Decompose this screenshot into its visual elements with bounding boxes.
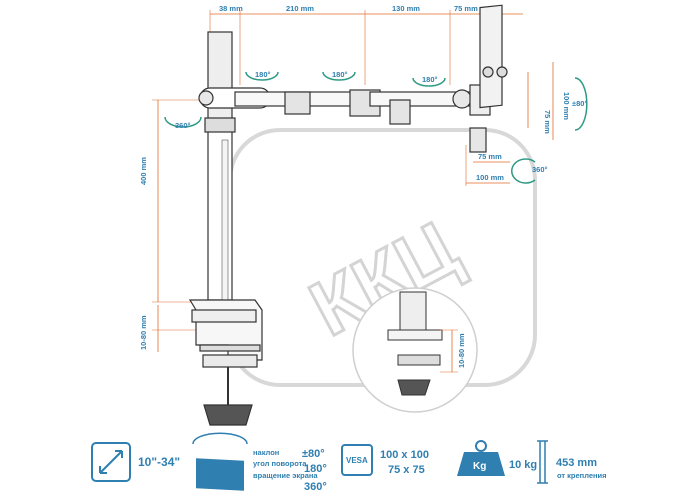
detail-clamp-dim: 10-80 mm [457, 333, 466, 368]
dim-vesa-75w: 75 mm [478, 152, 502, 161]
dim-vesa-100w: 100 mm [476, 173, 504, 182]
dim-75: 75 mm [454, 4, 478, 13]
height-note: от крепления [557, 471, 607, 480]
rotation-joint3: 180° [422, 75, 438, 84]
rotation-pole: 360° [175, 121, 191, 130]
dim-vesa-75h: 75 mm [543, 110, 552, 134]
vesa-plate [469, 4, 508, 153]
weight-badge: Kg [473, 461, 486, 472]
screen-rotation-icon [192, 432, 248, 491]
rotate-value: 360° [304, 481, 327, 493]
arms [198, 84, 491, 125]
clamp-detail: 10-80 mm [352, 287, 478, 413]
dim-vesa-100h: 100 mm [562, 92, 571, 120]
height-value: 453 mm [556, 457, 597, 469]
swivel-value: 180° [304, 463, 327, 475]
vesa-dimensions: 75 mm 100 mm 75 mm 100 mm [465, 62, 571, 186]
height-icon [537, 440, 548, 484]
rotation-indicators: 180° 180° 180° 360° 360° ±80° [164, 70, 588, 184]
vesa-value-1: 100 x 100 [380, 449, 429, 461]
pole [204, 31, 236, 301]
specs-bar: 10"-34" наклон угол поворота вращение эк… [91, 432, 607, 493]
screen-size-value: 10"-34" [138, 455, 180, 469]
rotation-joint1: 180° [255, 70, 271, 79]
dim-400: 400 mm [139, 157, 148, 185]
tilt-label: наклон [253, 448, 279, 457]
rotation-joint2: 180° [332, 70, 348, 79]
dim-130: 130 mm [392, 4, 420, 13]
swivel-label: угол поворота [253, 459, 307, 468]
vesa-value-2: 75 x 75 [388, 464, 425, 476]
pole-height-dimension: 400 mm 10-80 mm [139, 99, 215, 352]
tilt-value: ±80° [302, 448, 325, 460]
desk-clamp [188, 299, 263, 426]
dim-210: 210 mm [286, 4, 314, 13]
rotate-label: вращение экрана [253, 471, 318, 480]
dim-clamp: 10-80 mm [139, 315, 148, 350]
dim-38: 38 mm [219, 4, 243, 13]
weight-value: 10 kg [509, 459, 537, 471]
rotation-screen: 360° [532, 165, 548, 174]
tilt-side: ±80° [572, 99, 587, 108]
vesa-badge: VESA [346, 456, 368, 465]
